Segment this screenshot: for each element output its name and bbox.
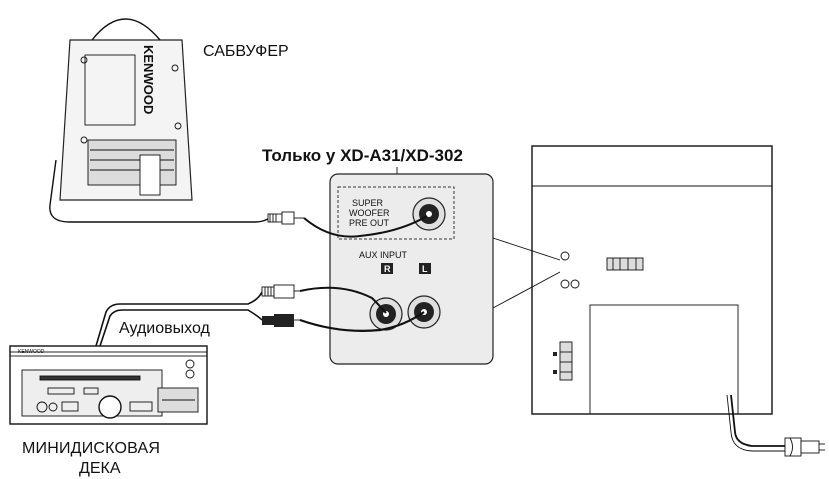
aux-right-mark: R [384, 264, 391, 274]
power-cord [726, 394, 825, 457]
super-woofer-section [337, 186, 455, 240]
audio-cable [95, 284, 425, 347]
md-deck-label-line1: МИНИДИСКОВАЯ [22, 440, 160, 457]
audio-out-label: Аудиовыход [119, 320, 211, 337]
aux-right-jack [369, 297, 403, 331]
only-models-label: Только у XD-A31/XD-302 [262, 146, 463, 165]
aux-input-label: AUX INPUT [359, 250, 408, 260]
subwoofer-label: САБВУФЕР [203, 43, 289, 60]
aux-left-mark: L [422, 264, 428, 274]
aux-plug-left [262, 314, 300, 327]
super-woofer-text-2: WOOFER [349, 208, 390, 218]
super-woofer-jack [412, 197, 446, 231]
md-deck-logo: KENWOOD [18, 349, 45, 355]
subwoofer-cable [49, 159, 269, 223]
rear-connector-panel: SUPER WOOFER PRE OUT AUX INPUT R L [329, 173, 494, 365]
aux-plug-right [261, 284, 300, 299]
super-woofer-text-1: SUPER [352, 198, 384, 208]
subwoofer-logo: KENWOOD [141, 45, 156, 114]
md-deck-label-line2: ДЕКА [79, 460, 121, 477]
subwoofer-rca-plug [267, 211, 304, 225]
subwoofer-unit: KENWOOD [59, 18, 193, 201]
main-unit-rear [531, 145, 773, 415]
super-woofer-text-3: PRE OUT [349, 218, 390, 228]
md-deck-unit: KENWOOD [9, 345, 208, 425]
